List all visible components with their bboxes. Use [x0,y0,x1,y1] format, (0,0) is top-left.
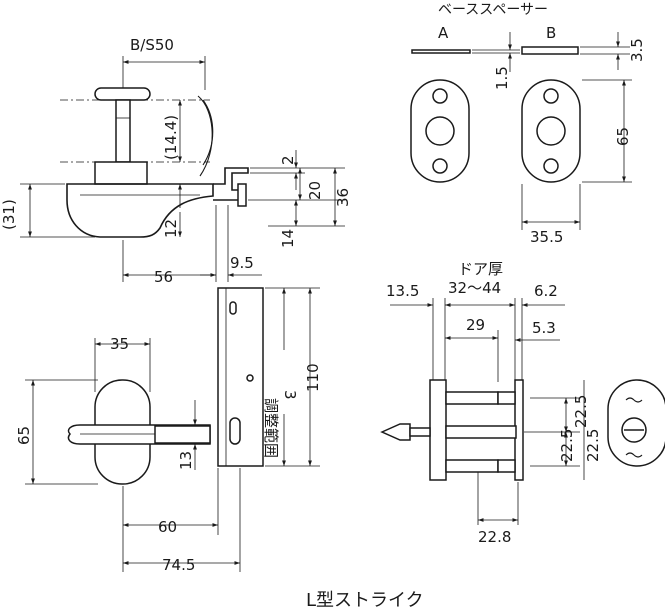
spacer-height: 65 [614,127,632,146]
dim-22-5-c: 22.5 [584,429,602,462]
dim-74-5: 74.5 [162,556,195,574]
dim-65-front: 65 [15,426,33,445]
dim-2: 2 [279,155,297,165]
strike-housing [66,183,214,238]
dim-9-5: 9.5 [230,254,254,272]
spacer-b-edge [521,46,579,55]
dim-36: 36 [334,188,352,207]
dim-29: 29 [466,316,485,334]
knob-cap [94,87,151,101]
dim-20: 20 [306,181,324,200]
dim-35: 35 [110,335,129,353]
spacer-a-edge [411,49,471,54]
outer-rose [429,379,447,481]
thumb-turn [380,423,411,441]
dim-32-44: 32～44 [448,279,501,297]
dim-60: 60 [158,518,177,536]
adjust-label: 調整範囲 [262,398,280,458]
section-view-group: ドア厚 13.5 32～44 6.2 29 5.3 22.5 [380,260,665,546]
spacer-b-thickness: 3.5 [628,38,646,62]
dim-12: 12 [162,219,180,238]
spacer-label-a: A [438,24,449,42]
dim-22-5-a: 22.5 [572,395,590,428]
dim-6-2: 6.2 [534,282,558,300]
dim-110: 110 [304,363,322,392]
backset-label: B/S50 [130,36,174,54]
base-spacer-group: ベーススペーサー A B 1.5 3.5 65 [410,2,646,246]
spacer-width: 35.5 [530,228,563,246]
drawing-title: L型ストライク [306,590,424,611]
side-view-group: B/S50 (14.4) (31) 12 [0,36,352,286]
dim-14-4: (14.4) [162,115,180,160]
adjust-value: 3 [281,390,299,400]
dim-31: (31) [0,199,18,230]
door-thickness-label: ドア厚 [458,260,503,278]
dim-13-5: 13.5 [386,282,419,300]
dim-56: 56 [154,268,173,286]
dim-22-5-b: 22.5 [558,429,576,462]
dim-5-3: 5.3 [532,319,556,337]
dim-13: 13 [177,451,195,470]
front-view-group: 35 65 13 110 3 調整範囲 [15,287,322,574]
dim-22-8: 22.8 [478,528,511,546]
spacer-heading: ベーススペーサー [438,2,548,18]
spacer-label-b: B [546,24,556,42]
spacer-a-thickness: 1.5 [493,66,511,90]
dim-14: 14 [279,229,297,248]
